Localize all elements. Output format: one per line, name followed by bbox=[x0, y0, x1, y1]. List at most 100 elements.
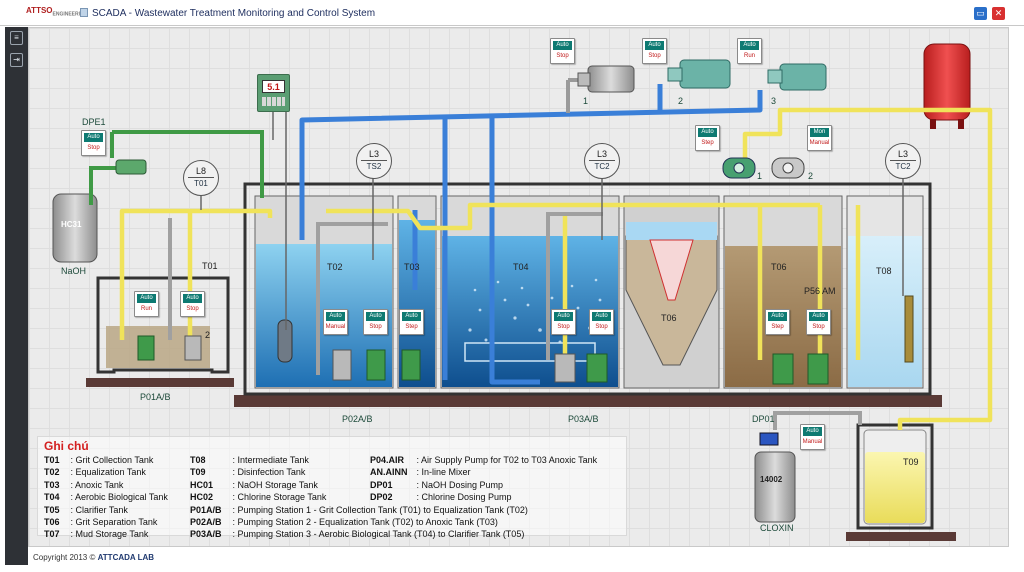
label-dp01: DP01 bbox=[752, 414, 775, 424]
footer: Copyright 2013 © ATTCADA LAB bbox=[33, 553, 154, 562]
legend-item: DP02 : Chlorine Dosing Pump bbox=[370, 492, 512, 503]
t08-level-probe bbox=[904, 295, 914, 363]
transfer-pipes bbox=[168, 212, 862, 430]
t09-base bbox=[846, 532, 956, 541]
label-t09: T09 bbox=[903, 457, 919, 467]
legend-item: T07 : Mud Storage Tank bbox=[44, 529, 149, 540]
legend-item: T06 : Grit Separation Tank bbox=[44, 517, 158, 528]
ph-meter: 5.1 bbox=[257, 74, 290, 112]
logo-subtext: ENGINEERING bbox=[52, 11, 88, 18]
t01-base bbox=[86, 378, 234, 387]
air-blower-3 bbox=[767, 63, 827, 91]
legend-item: T03 : Anoxic Tank bbox=[44, 479, 124, 490]
legend-item: T04 : Aerobic Biological Tank bbox=[44, 492, 168, 503]
control-state: Step bbox=[771, 324, 784, 330]
control-mode: Auto bbox=[592, 312, 611, 321]
legend-col-1: T01 : Grit Collection Tank T02 : Equaliz… bbox=[44, 454, 168, 541]
legend-item: P01A/B : Pumping Station 1 - Grit Collec… bbox=[190, 504, 528, 515]
control-mode: Auto bbox=[554, 312, 573, 321]
air-blower-1 bbox=[577, 65, 635, 93]
label-t08: T08 bbox=[876, 266, 892, 276]
legend-item: P04.AIR : Air Supply Pump for T02 to T03… bbox=[370, 455, 598, 465]
gauge-tag: TS2 bbox=[366, 162, 382, 171]
logout-button[interactable]: ⇥ bbox=[10, 53, 23, 67]
control-mode: Auto bbox=[402, 312, 421, 321]
t09-liquid bbox=[865, 452, 925, 523]
label-p01-number: 2 bbox=[205, 330, 211, 340]
label-dpe1: DPE1 bbox=[82, 117, 106, 127]
label-dp02-1: 1 bbox=[757, 171, 763, 181]
control-state: Stop bbox=[648, 53, 661, 59]
document-icon: ≡ bbox=[14, 33, 19, 42]
control-state: Stop bbox=[369, 324, 382, 330]
gauge-level: L3 bbox=[897, 149, 908, 159]
document-button[interactable]: ≡ bbox=[10, 31, 23, 45]
control-mode: Auto bbox=[553, 41, 572, 50]
control-state: Run bbox=[743, 53, 755, 59]
label-air-3: 3 bbox=[771, 96, 777, 106]
label-t04: T04 bbox=[513, 262, 529, 272]
ph-meter-display: 5.1 bbox=[262, 80, 285, 93]
control-state: Run bbox=[140, 306, 152, 312]
control-state: Stop bbox=[595, 324, 608, 330]
air-blower-2 bbox=[667, 59, 731, 89]
label-t02: T02 bbox=[327, 262, 343, 272]
t06-water bbox=[626, 222, 717, 240]
control-state: Step bbox=[701, 140, 714, 146]
title-bar: ATTSOENGINEERING SCADA - Wastewater Trea… bbox=[0, 0, 1024, 26]
naoh-line bbox=[89, 130, 264, 205]
control-mode: Auto bbox=[183, 294, 202, 303]
legend-item: T08 : Intermediate Tank bbox=[190, 455, 309, 465]
app-logo: ATTSOENGINEERING bbox=[26, 6, 88, 18]
control-state: Stop bbox=[87, 145, 100, 151]
control-state: Step bbox=[405, 324, 418, 330]
legend-item: T09 : Disinfection Tank bbox=[190, 467, 306, 478]
pumps-green bbox=[137, 335, 829, 385]
label-p01ab: P01A/B bbox=[140, 392, 171, 402]
control-mode: Auto bbox=[326, 312, 345, 321]
label-p02ab: P02A/B bbox=[342, 414, 373, 424]
close-button[interactable]: ✕ bbox=[992, 7, 1005, 20]
label-dp02-2: 2 bbox=[808, 171, 814, 181]
control-state: Stop bbox=[186, 306, 199, 312]
legend-item: P03A/B : Pumping Station 3 - Aerobic Bio… bbox=[190, 529, 525, 540]
control-mode: Auto bbox=[809, 312, 828, 321]
label-t01: T01 bbox=[202, 261, 218, 271]
control-mode: Auto bbox=[366, 312, 385, 321]
t04-diffuser-grid bbox=[464, 342, 596, 362]
label-t06-clarifier: T06 bbox=[661, 313, 677, 323]
cloxin-tank bbox=[754, 451, 796, 523]
left-toolbar: ≡ ⇥ bbox=[5, 27, 28, 565]
control-mode: Auto bbox=[698, 128, 717, 137]
company-name: ATTCADA LAB bbox=[97, 553, 155, 562]
gauge-tag: TC2 bbox=[895, 162, 911, 171]
pumps-gray bbox=[184, 335, 576, 383]
legend-item: DP01 : NaOH Dosing Pump bbox=[370, 479, 504, 490]
legend-col-2: T08 : Intermediate Tank T09 : Disinfecti… bbox=[190, 454, 528, 541]
control-state: Stop bbox=[557, 324, 570, 330]
legend-col-3: P04.AIR : Air Supply Pump for T02 to T03… bbox=[370, 454, 597, 504]
minimize-button[interactable]: ▭ bbox=[974, 7, 987, 20]
legend-title: Ghi chú bbox=[44, 439, 89, 453]
gauge-level: L8 bbox=[195, 166, 206, 176]
